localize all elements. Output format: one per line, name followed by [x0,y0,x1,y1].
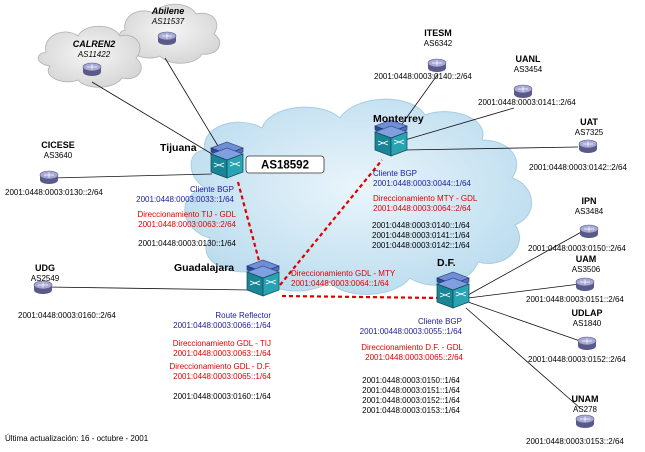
as-label-box: AS18592 [245,155,325,174]
monterrey-title: Monterrey [373,113,424,125]
site-unam-asn: AS278 [573,405,598,414]
guadalajara-addr: 2001:0448:0003:0066::1/64 [173,321,271,330]
monterrey-extra-2: 2001:0448:0003:0141::1/64 [372,231,470,240]
calren2-name: CALREN2 [73,39,116,49]
as-label: AS18592 [261,160,309,172]
router-df-icon[interactable] [436,271,470,309]
tijuana-title: Tijuana [160,142,197,154]
df-routing-label: Direccionamiento D.F. - GDL [361,343,463,352]
router-uat-icon[interactable] [578,139,598,154]
monterrey-routing-label: Direccionamiento MTY - GDL [373,194,478,203]
df-title: D.F. [437,257,456,269]
router-tijuana-icon[interactable] [210,141,244,179]
monterrey-routing-addr: 2001:0448:0003:0064::2/64 [373,204,471,213]
gdl-tij-label: Direccionamiento GDL - TIJ [173,339,271,348]
router-unam-icon[interactable] [575,414,595,429]
router-calren2-icon[interactable] [82,62,102,77]
site-itesm-asn: AS6342 [424,39,453,48]
df-extra-3: 2001:0448:0003:0152::1/64 [362,396,460,405]
df-addr: 2001:00448:0003:0055::1/64 [360,327,463,336]
gdl-tij-addr: 2001:0448:0003:0063::1/64 [173,349,271,358]
tijuana-extra: 2001:0448:0003:0130::1/64 [138,239,236,248]
as18592-cloud [184,98,532,295]
tijuana-role: Cliente BGP [190,185,234,194]
site-itesm-addr: 2001:0448:0003:0140::2/64 [374,72,472,81]
tijuana-addr: 2001:0448:0003:0033::1/64 [136,195,234,204]
df-extra-2: 2001:0448:0003:0151::1/64 [362,386,460,395]
router-ipn-icon[interactable] [579,224,599,239]
guadalajara-title: Guadalajara [174,262,234,274]
df-extra-4: 2001:0448:0003:0153::1/64 [362,406,460,415]
abilene-name: Abilene [151,6,185,16]
calren2-cloud [37,25,142,88]
monterrey-role: Cliente BGP [373,169,417,178]
df-role: Cliente BGP [418,317,462,326]
router-udlap-icon[interactable] [577,336,597,351]
site-udlap-name: UDLAP [572,308,603,318]
site-udlap-asn: AS1840 [573,319,602,328]
gdl-mty-label: Direccionamiento GDL - MTY [291,269,396,278]
site-uat-asn: AS7325 [575,128,604,137]
df-routing-addr: 2001:0448:0003:0065::2/64 [365,353,463,362]
router-monterrey-icon[interactable] [374,119,408,157]
site-ipn-addr: 2001:0448:0003:0150::2/64 [528,244,626,253]
router-itesm-icon[interactable] [427,58,447,73]
router-cicese-icon[interactable] [39,170,59,185]
site-cicese-asn: AS3640 [44,151,73,160]
monterrey-extra-1: 2001:0448:0003:0140::1/64 [372,221,470,230]
guadalajara-role: Route Reflector [215,311,271,320]
site-uam-asn: AS3506 [572,265,601,274]
df-extra-1: 2001:0448:0003:0150::1/64 [362,376,460,385]
site-itesm-name: ITESM [424,28,452,38]
site-udg-name: UDG [35,263,55,273]
site-udg-asn: AS2549 [31,274,60,283]
tijuana-routing-label: Direccionamiento TIJ - GDL [137,210,236,219]
gdl-df-label: Direccionamiento GDL - D.F. [169,362,271,371]
site-uam-name: UAM [576,254,597,264]
site-uanl-asn: AS3454 [514,65,543,74]
site-udlap-addr: 2001:0448:0003:0152::2/64 [528,355,626,364]
site-cicese-addr: 2001:0448:0003:0130::2/64 [5,188,103,197]
site-uat-addr: 2001:0448:0003:0142::2/64 [529,163,627,172]
site-unam-addr: 2001:0448:0003:0153::2/64 [526,437,624,446]
site-uam-addr: 2001:0448:0003:0151::2/64 [526,295,624,304]
router-uanl-icon[interactable] [513,84,533,99]
site-ipn-asn: AS3484 [575,207,604,216]
site-uanl-addr: 2001:0448:0003:0141::2/64 [478,98,576,107]
monterrey-extra-3: 2001:0448:0003:0142::1/64 [372,241,470,250]
abilene-asn: AS11537 [151,17,185,26]
site-uanl-name: UANL [516,54,541,64]
tijuana-routing-addr: 2001:0448:0003:0063::2/64 [138,220,236,229]
last-updated: Última actualización: 16 - octubre - 200… [5,434,149,443]
backbone-links [236,159,441,300]
calren2-asn: AS11422 [77,50,111,59]
guadalajara-extra: 2001:0448:0003:0160::1/64 [173,392,271,401]
site-uat-name: UAT [580,117,598,127]
site-udg-addr: 2001:0448:0003:0160::2/64 [18,311,116,320]
router-abilene-icon[interactable] [157,31,177,46]
site-ipn-name: IPN [581,196,596,206]
site-cicese-name: CICESE [41,140,75,150]
gdl-df-addr: 2001:0448:0003:0065::1/64 [173,372,271,381]
monterrey-addr: 2001:0448:0003:0044::1/64 [373,179,471,188]
router-uam-icon[interactable] [575,277,595,292]
gdl-mty-addr: 2001:0448:0003:0064::1/64 [291,279,389,288]
site-unam-name: UNAM [572,394,599,404]
router-guadalajara-icon[interactable] [246,259,280,297]
